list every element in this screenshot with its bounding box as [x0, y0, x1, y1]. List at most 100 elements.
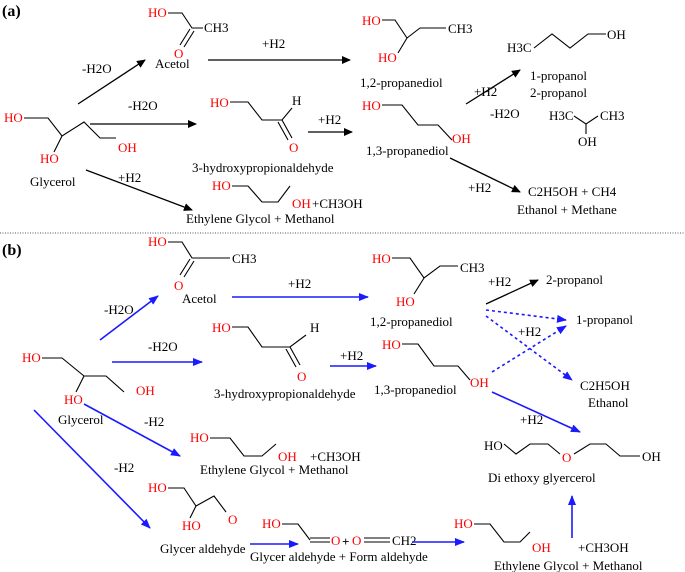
propanol1-structure-a: H3C OH 1-propanol 2-propanol H3C CH3 OH: [507, 27, 626, 149]
glycol-b-name: Ethylene Glycol + Methanol: [200, 462, 349, 477]
glyceraldehyde-oh-bond: [189, 505, 197, 519]
glycol-a-ho: HO: [212, 178, 231, 193]
glycerol-a-ho1: HO: [4, 110, 23, 125]
pd13-b-ho: HO: [382, 337, 401, 352]
pd12-ho2: HO: [378, 50, 397, 65]
arrow-b-m3: -H2O: [148, 339, 178, 354]
ethanol-a-name: Ethanol + Methane: [517, 202, 617, 217]
acetol-structure-a: HO CH3 O Acetol: [148, 5, 229, 71]
glycerol-b-mid-bond: [75, 375, 85, 393]
glyceraldehyde-chain: [168, 487, 227, 513]
glycol-structure-a: HO OH +CH3OH Ethylene Glycol + Methanol: [186, 178, 363, 226]
propanediol12-structure-b: HO CH3 HO 1,2-propanediol: [370, 251, 485, 329]
glycol-b-methanol: +CH3OH: [310, 449, 361, 464]
pair-ho: HO: [262, 516, 281, 531]
arrow-b-glycerol-glyceraldehyde: [33, 409, 151, 529]
glycol2-structure-b: HO OH +CH3OH Ethylene Glycol + Methanol: [454, 516, 643, 572]
arrow-a-glycerol-glycol: [85, 169, 193, 211]
arrow-a-m2: +H2: [262, 36, 285, 51]
pd12-chain: [382, 19, 446, 39]
hpa-b-chain: [232, 326, 307, 348]
pair-name: Glycer aldehyde + Form aldehyde: [250, 549, 428, 564]
propanol2-oh: OH: [578, 134, 597, 149]
panel-b-arrows: -H2O +H2 -H2O +H2 +H2 +H2 +H2 -H2 -H2: [33, 274, 581, 548]
arrow-b-m4: +H2: [340, 348, 363, 363]
hpa-a-carbonyl: [277, 119, 293, 141]
propanol1-chain: [533, 33, 606, 49]
glycerol-structure-a: HO OH HO Glycerol: [4, 110, 137, 189]
glyceraldehyde-name: Glycer aldehyde: [160, 541, 246, 556]
propanol2-ch3: CH3: [600, 108, 625, 123]
product-b-ethanol-formula: C2H5OH: [580, 378, 630, 393]
arrow-a-m5: +H2: [474, 84, 497, 99]
glycol-a-name: Ethylene Glycol + Methanol: [186, 211, 335, 226]
hpa-a-chain: [230, 101, 293, 121]
glycol-b-chain: [210, 437, 277, 457]
diethoxy-ho: HO: [484, 438, 503, 453]
pair-double2: [364, 537, 390, 543]
arrow-b-m1: -H2O: [104, 302, 134, 317]
diethoxy-name: Di ethoxy glyercerol: [488, 470, 596, 485]
arrow-a-m6: -H2O: [490, 106, 520, 121]
propanol1-oh: OH: [607, 27, 626, 42]
glycol-b-oh: OH: [278, 449, 297, 464]
glycerol-a-mid-bond: [53, 135, 63, 153]
pd13-a-chain: [382, 104, 453, 141]
glyceraldehyde-ho2: HO: [182, 518, 201, 533]
product-b-2propanol: 2-propanol: [546, 272, 603, 287]
propanol2-chain: [573, 115, 599, 125]
pd12-b-ch3: CH3: [460, 260, 485, 275]
pair-double1: [310, 537, 330, 543]
propanol1-name: 1-propanol: [530, 68, 587, 83]
arrow-b-pd12-2propanol: [485, 279, 539, 305]
acetol-b-ho: HO: [148, 234, 167, 249]
pair-ch2: CH2: [392, 533, 417, 548]
propanol2-name: 2-propanol: [530, 85, 587, 100]
product-b-1propanol: 1-propanol: [576, 312, 633, 327]
glycerol-structure-b: HO HO OH Glycerol: [22, 350, 155, 427]
arrow-b-glycerol-glycol: [83, 403, 181, 457]
acetol-carbonyl: [179, 28, 195, 48]
propanol1-h3c: H3C: [507, 40, 532, 55]
glycerol-b-name: Glycerol: [58, 412, 104, 427]
acetol-ch3: CH3: [204, 20, 229, 35]
acetol-o: O: [174, 46, 183, 61]
pd12-ho1: HO: [362, 13, 381, 28]
pair-plus: +: [342, 534, 349, 549]
glycol2-oh: OH: [532, 540, 551, 555]
hpa-structure-b: HO H O 3-hydroxypropionaldehyde: [212, 320, 356, 401]
arrow-b-m2: +H2: [288, 276, 311, 291]
diethoxy-oh: OH: [642, 449, 661, 464]
hpa-a-ho: HO: [210, 95, 229, 110]
glycerol-a-oh2: OH: [118, 140, 137, 155]
panel-b-tag: (b): [2, 242, 22, 259]
arrow-b-m6: +H2: [518, 324, 541, 339]
hpa-b-name: 3-hydroxypropionaldehyde: [214, 386, 356, 401]
acetol-b-name: Acetol: [182, 291, 217, 306]
panel-a-tag: (a): [2, 3, 21, 20]
pd13-a-oh: OH: [452, 131, 471, 146]
arrow-a-m3: -H2O: [128, 98, 158, 113]
ethanol-a-formula: C2H5OH + CH4: [528, 184, 617, 199]
diethoxy-structure-b: HO O OH Di ethoxy glyercerol: [484, 438, 661, 485]
glycerol-a-name: Glycerol: [30, 174, 76, 189]
glyceraldehyde-o: O: [228, 512, 237, 527]
glycerol-b-oh3: OH: [136, 383, 155, 398]
glycol-b-ho: HO: [190, 430, 209, 445]
glycol-a-oh: OH: [292, 196, 311, 211]
acetol-b-ch3: CH3: [232, 251, 257, 266]
acetol-ho: HO: [148, 5, 167, 20]
arrow-a-pd13-ethanol: [449, 157, 521, 193]
glycerol-b-ho2: HO: [64, 392, 83, 407]
arrow-b-m8-h2: -H2: [144, 414, 164, 429]
diethoxy-chain-left: [503, 443, 561, 455]
glycol2-chain: [474, 523, 531, 543]
arrow-a-glycerol-acetol: [77, 59, 146, 105]
acetol-structure-b: HO CH3 O Acetol: [148, 234, 257, 306]
hpa-a-name: 3-hydroxypropionaldehyde: [192, 160, 334, 175]
glyceraldehyde-structure-b: HO HO O Glycer aldehyde: [148, 480, 246, 556]
pd13-b-oh: OH: [470, 375, 489, 390]
pd12-b-ho1: HO: [372, 251, 391, 266]
